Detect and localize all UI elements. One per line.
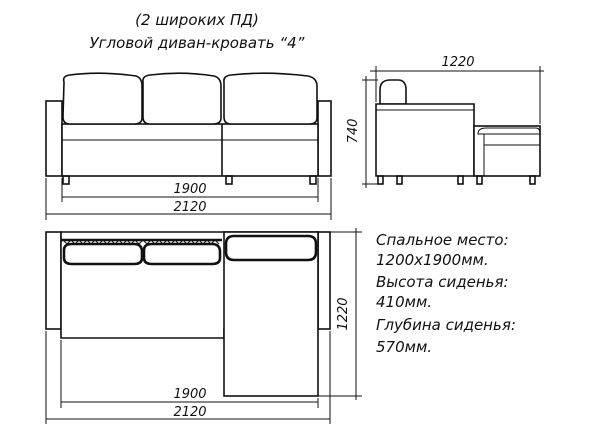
spec-seat-height-value: 410мм. <box>376 293 432 311</box>
spec-sleeping-value: 1200х1900мм. <box>376 251 489 269</box>
side-foot-2 <box>396 175 403 185</box>
side-dim-width: 1220 <box>441 55 474 70</box>
front-dim-inner: 1900 <box>173 182 206 197</box>
front-view: 1900 2120 <box>45 72 332 220</box>
title-line-1: (2 широких ПД) <box>135 11 259 29</box>
top-dim-depth: 1220 <box>336 297 351 330</box>
spec-seat-depth-label: Глубина сиденья: <box>376 316 516 334</box>
top-back-stitching <box>62 239 220 245</box>
side-foot-5 <box>529 175 536 185</box>
top-back-cushion-3 <box>224 234 318 262</box>
title-line-2: Угловой диван-кровать “4” <box>90 34 305 52</box>
front-back-cushion-1 <box>62 72 143 125</box>
side-chaise-cushion <box>477 127 541 135</box>
top-back-cushion-2 <box>142 242 222 266</box>
top-left-armrest <box>45 231 62 330</box>
front-foot-3 <box>309 175 317 185</box>
top-back-cushion-1 <box>62 242 144 266</box>
top-view: 1220 1900 2120 <box>45 228 362 424</box>
spec-sleeping-label: Спальное место: <box>376 231 509 249</box>
front-back-cushion-2 <box>142 72 222 125</box>
top-right-armrest <box>317 231 331 330</box>
front-right-armrest <box>317 100 332 177</box>
side-foot-3 <box>457 175 464 185</box>
side-foot-1 <box>377 175 384 185</box>
spec-seat-height-label: Высота сиденья: <box>376 273 509 291</box>
top-dim-inner: 1900 <box>173 387 206 402</box>
side-foot-4 <box>476 175 483 185</box>
spec-seat-depth-value: 570мм. <box>376 338 432 356</box>
side-back-cushion <box>379 79 407 105</box>
front-back-cushion-3 <box>223 72 318 125</box>
specifications: Спальное место: 1200х1900мм. Высота сиде… <box>376 231 516 356</box>
front-foot-1 <box>62 175 70 185</box>
top-dim-outer: 2120 <box>173 405 206 420</box>
front-dim-outer: 2120 <box>173 200 206 215</box>
front-foot-2 <box>225 175 233 185</box>
side-view: 1220 740 <box>346 55 544 188</box>
front-seat-base <box>61 123 319 177</box>
front-left-armrest <box>45 100 63 177</box>
side-main-body <box>375 103 475 177</box>
side-dim-height: 740 <box>346 119 361 144</box>
